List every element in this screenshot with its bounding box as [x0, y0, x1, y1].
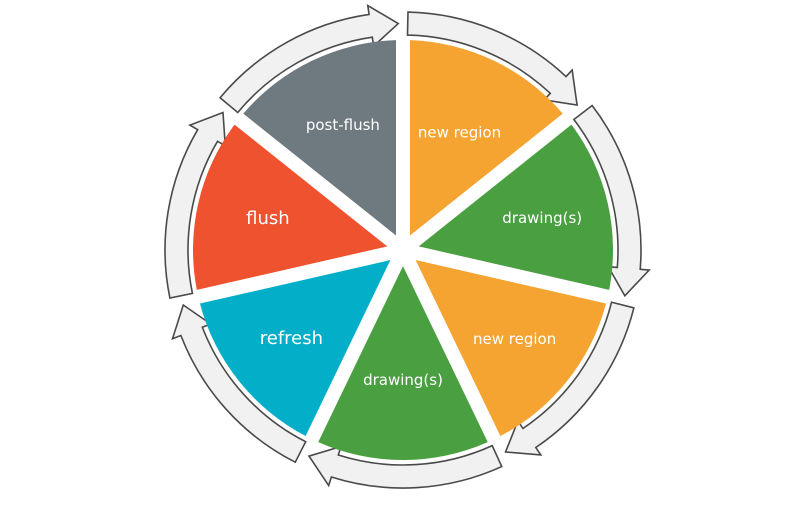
- segment-label-1: new region: [418, 124, 501, 142]
- segment-7: [243, 40, 396, 236]
- cycle-arrow-icon: [504, 301, 635, 456]
- cycle-arrow-icon: [164, 111, 227, 300]
- cycle-arrow-icon: [572, 104, 651, 298]
- cycle-arrow-icon: [171, 303, 307, 464]
- segment-label-5: refresh: [260, 328, 323, 349]
- segment-6: [192, 124, 388, 290]
- segment-label-4: drawing(s): [363, 371, 443, 389]
- segment-label-6: flush: [246, 208, 290, 229]
- segment-3: [415, 260, 607, 437]
- segment-5: [199, 260, 391, 437]
- cycle-arrows: [164, 3, 651, 489]
- segment-1: [410, 40, 563, 236]
- segment-2: [418, 124, 614, 290]
- segment-label-2: drawing(s): [502, 209, 582, 227]
- cycle-arrow-icon: [406, 11, 579, 107]
- segment-4: [318, 266, 488, 460]
- segment-label-3: new region: [473, 330, 556, 348]
- cycle-segments: [192, 40, 614, 460]
- cycle-arrow-icon: [307, 444, 503, 489]
- cycle-arrow-icon: [218, 3, 400, 114]
- segment-label-7: post-flush: [306, 116, 380, 134]
- cycle-labels: new region drawing(s) new region drawing(s)…: [246, 116, 582, 389]
